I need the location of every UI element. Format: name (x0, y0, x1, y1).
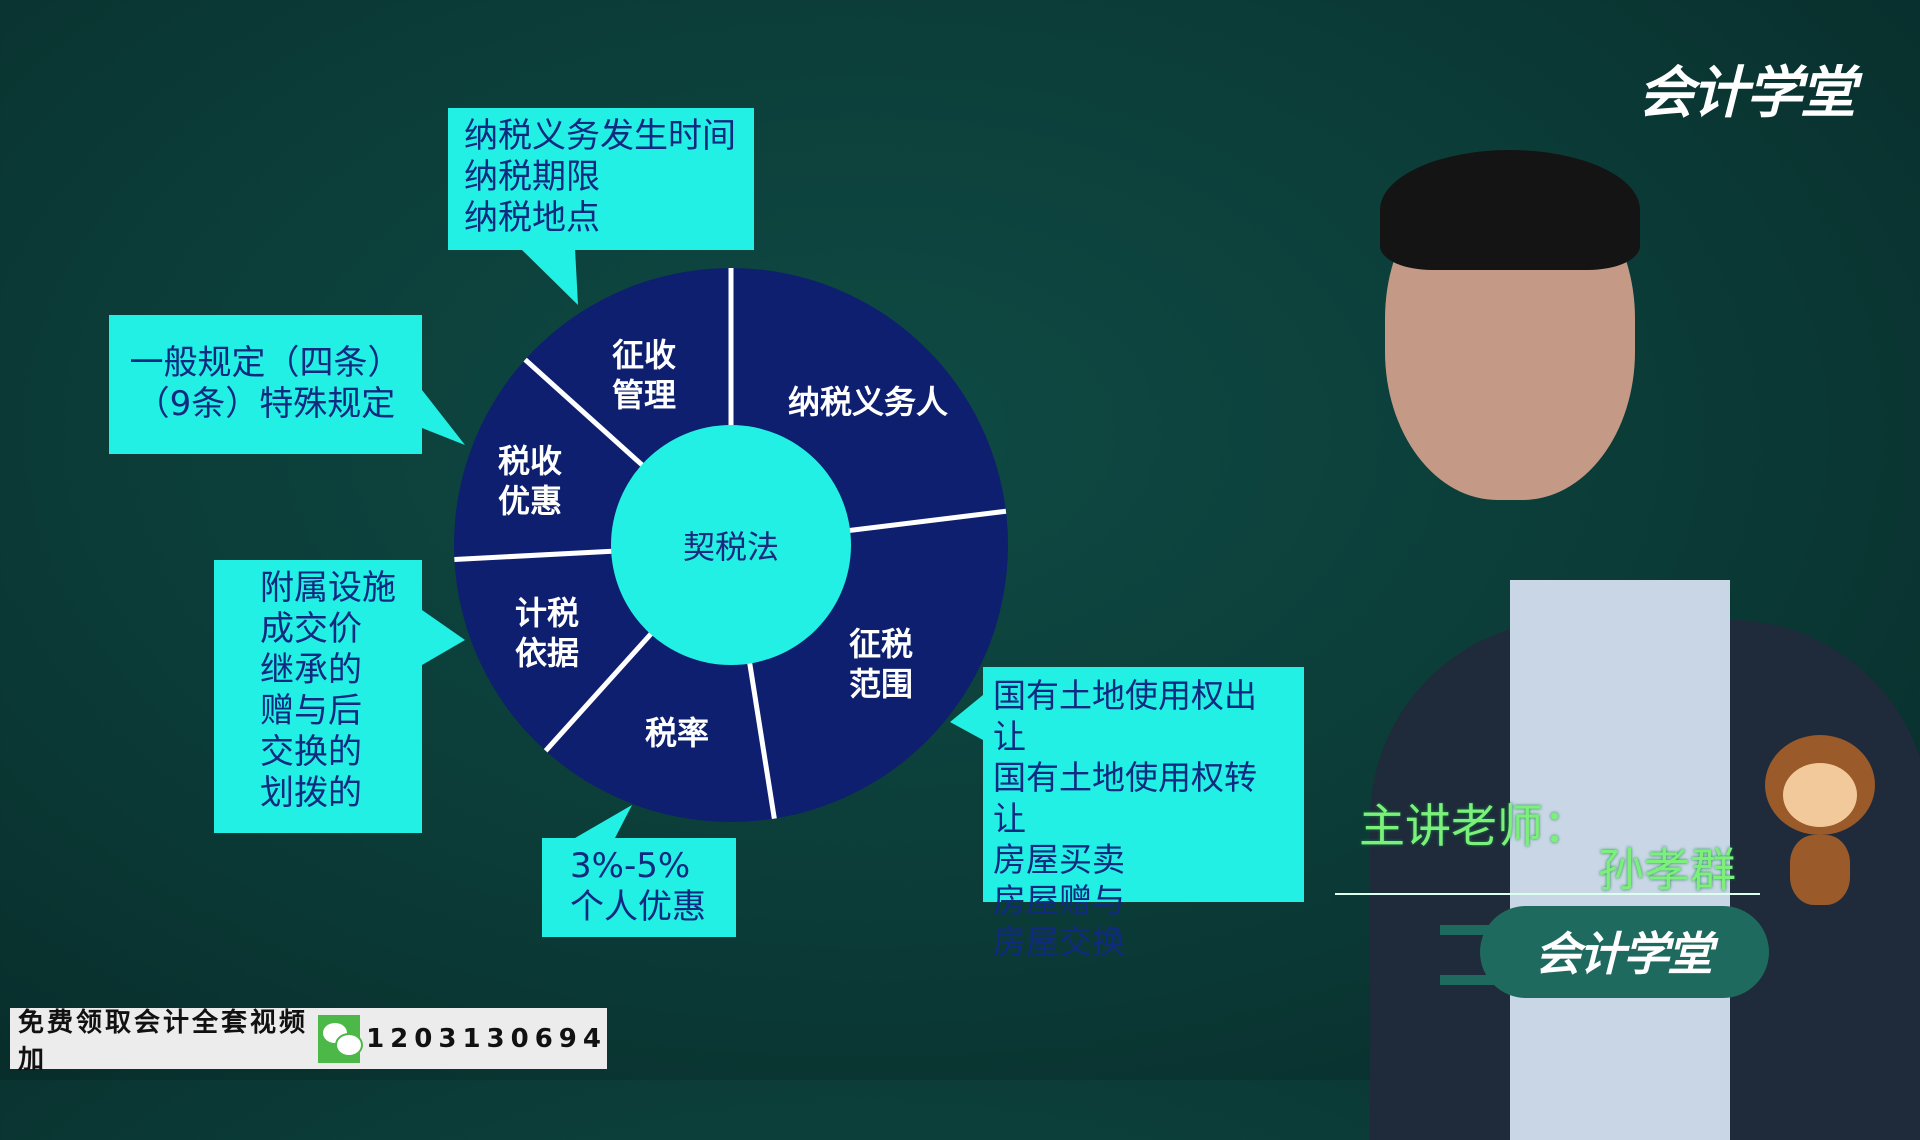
callout-line: 一般规定（四条） (129, 343, 402, 383)
banner-number: 1203130694 (366, 1023, 607, 1054)
callout-line: 纳税义务发生时间 (464, 116, 736, 156)
callout-line: 交换的 (260, 732, 362, 772)
teacher-label: 主讲老师： (1359, 799, 1589, 853)
pie-segment-label: 征收管理 (611, 336, 677, 414)
callout-preference: 一般规定（四条）（9条）特殊规定 (109, 315, 422, 454)
wechat-icon (317, 1014, 364, 1063)
callout-line: 赠与后 (260, 691, 362, 731)
callout-line: 国有土地使用权出让 (993, 676, 1257, 756)
callout-line: 个人优惠 (570, 887, 706, 927)
callout-line: 3%-5% (570, 846, 691, 886)
teacher-underline (1335, 893, 1760, 895)
callout-line: 房屋交换 (993, 922, 1125, 961)
callout-line: （9条）特殊规定 (135, 384, 396, 424)
monkey-mascot (1745, 715, 1895, 905)
callout-line: 房屋买卖 (993, 840, 1125, 879)
promo-banner[interactable]: 免费领取会计全套视频加 1203130694 (10, 1008, 607, 1075)
pie-segment-label: 税率 (644, 714, 710, 752)
banner-text: 免费领取会计全套视频加 (18, 1007, 309, 1075)
callout-collection: 纳税义务发生时间纳税期限纳税地点 (448, 108, 754, 250)
center-label: 契税法 (682, 528, 780, 566)
pie-center (611, 425, 851, 665)
teacher-name: 孙孝群 (1598, 843, 1736, 897)
callout-line: 国有土地使用权转让 (993, 758, 1257, 838)
logo-bottom: 会计学堂 (1535, 927, 1713, 981)
callout-scope: 国有土地使用权出让国有土地使用权转让房屋买卖房屋赠与房屋交换 (983, 667, 1304, 961)
callout-line: 纳税地点 (464, 198, 600, 238)
pie-segment-label: 纳税义务人 (787, 383, 949, 421)
callout-basis: 附属设施成交价继承的赠与后交换的划拨的 (214, 560, 422, 833)
speed-lines (1440, 925, 1530, 985)
pie-segment-label: 税收优惠 (497, 442, 563, 520)
logo-top: 会计学堂 (1638, 61, 1856, 126)
callout-line: 成交价 (260, 609, 362, 649)
callout-line: 继承的 (260, 650, 362, 690)
pie-diagram (454, 268, 1008, 822)
callout-line: 划拨的 (260, 773, 362, 813)
callout-line: 纳税期限 (464, 157, 600, 197)
callout-line: 附属设施 (260, 568, 396, 608)
pie-segment-label: 征税范围 (848, 625, 914, 703)
pie-segment-label: 计税依据 (514, 594, 580, 672)
callout-rate: 3%-5%个人优惠 (542, 838, 736, 937)
callout-line: 房屋赠与 (993, 881, 1125, 920)
